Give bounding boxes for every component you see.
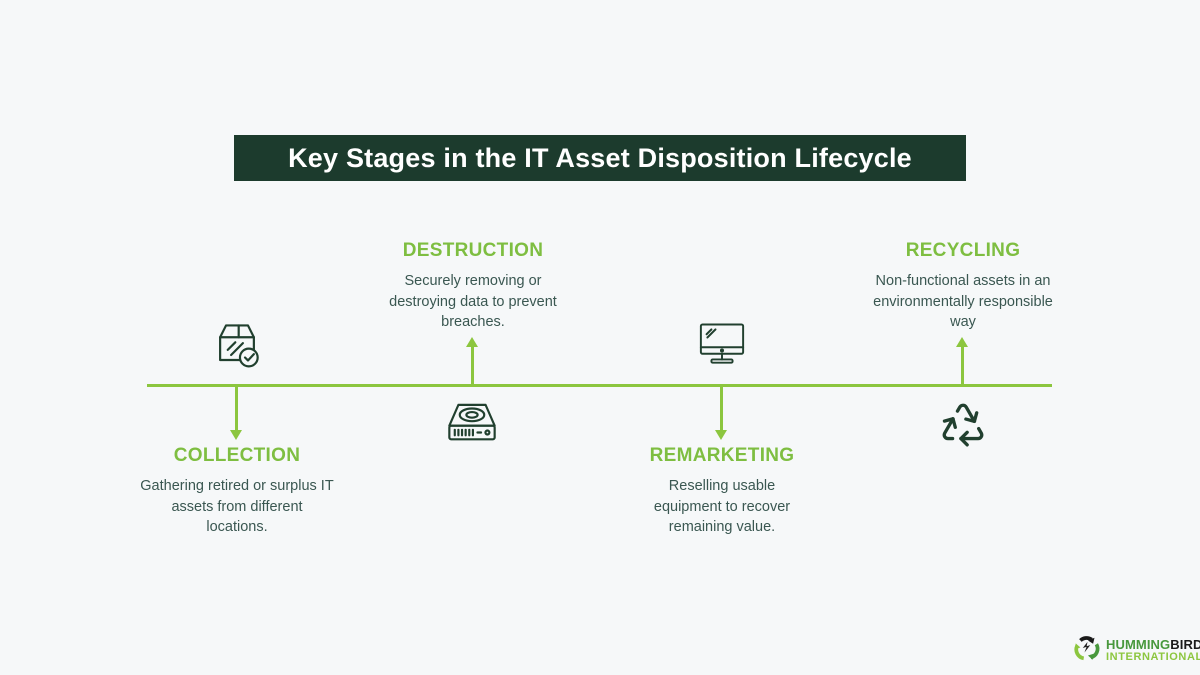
destruction-arrow-stem xyxy=(471,346,474,385)
collection-arrow-stem xyxy=(235,387,238,431)
stage-collection-title: COLLECTION xyxy=(173,445,301,466)
remarketing-arrow-stem xyxy=(720,387,723,431)
stage-recycling: RECYCLING Non-functional assets in an en… xyxy=(865,240,1061,333)
destruction-arrow-head xyxy=(466,337,478,347)
collection-arrow-head xyxy=(230,430,242,440)
hummingbird-logo: HUMMINGBIRD INTERNATIONAL xyxy=(1072,632,1200,669)
recycling-arrow-head xyxy=(956,337,968,347)
stage-destruction: DESTRUCTION Securely removing or destroy… xyxy=(375,240,571,333)
logo-text: HUMMINGBIRD INTERNATIONAL xyxy=(1106,638,1200,663)
stage-destruction-title: DESTRUCTION xyxy=(402,240,544,261)
hummingbird-logo-mark-icon xyxy=(1072,632,1102,669)
hard-drive-icon xyxy=(443,400,501,446)
logo-subtitle: INTERNATIONAL xyxy=(1106,650,1200,663)
recycling-arrow-stem xyxy=(961,346,964,385)
page-title: Key Stages in the IT Asset Disposition L… xyxy=(288,142,912,173)
stage-recycling-description: Non-functional assets in an environmenta… xyxy=(873,273,1053,331)
stage-collection-description: Gathering retired or surplus IT assets f… xyxy=(140,478,334,536)
recycle-icon xyxy=(938,398,988,450)
remarketing-arrow-head xyxy=(715,430,727,440)
package-check-icon xyxy=(210,316,264,372)
timeline-line xyxy=(147,384,1052,387)
logo-company-name: HUMMINGBIRD xyxy=(1106,636,1200,652)
stage-recycling-title: RECYCLING xyxy=(905,240,1021,261)
monitor-icon xyxy=(696,320,748,368)
stage-collection: COLLECTION Gathering retired or surplus … xyxy=(139,445,335,538)
stage-destruction-description: Securely removing or destroying data to … xyxy=(389,273,557,331)
stage-remarketing-description: Reselling usable equipment to recover re… xyxy=(653,478,791,536)
stage-remarketing: REMARKETING Reselling usable equipment t… xyxy=(624,445,820,538)
stage-remarketing-title: REMARKETING xyxy=(649,445,795,466)
title-banner: Key Stages in the IT Asset Disposition L… xyxy=(234,135,966,181)
